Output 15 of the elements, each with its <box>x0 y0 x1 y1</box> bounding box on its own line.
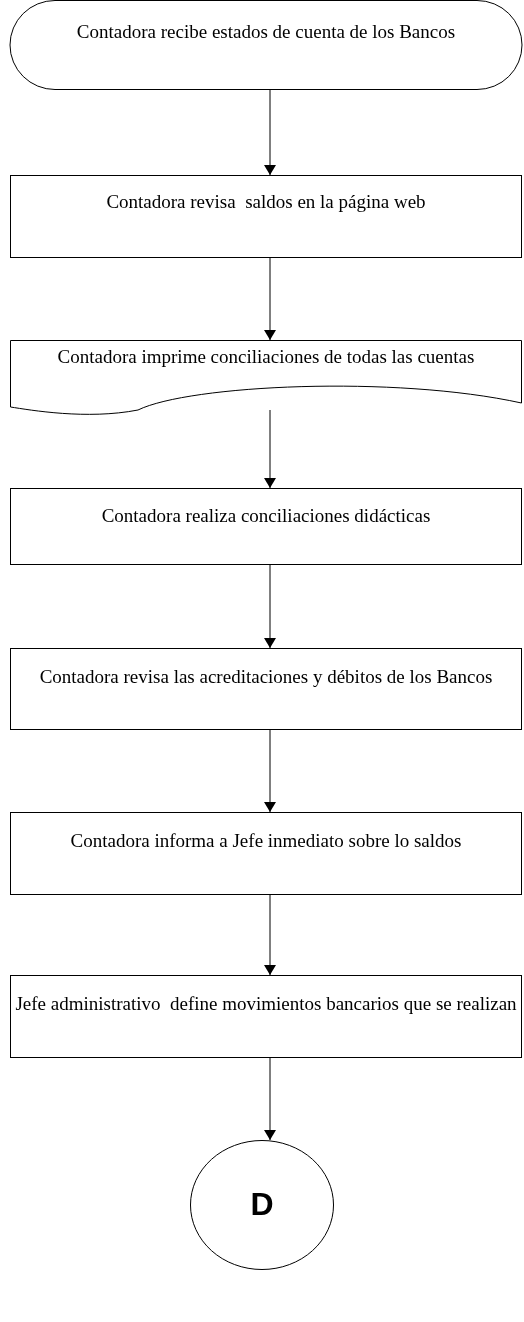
step-text: Contadora revisa las acreditaciones y débitos de los Bancos <box>38 665 494 689</box>
arrow <box>264 729 276 813</box>
step-text: Contadora imprime conciliaciones de todas las cuentas <box>56 345 476 369</box>
connector-label: D <box>249 1186 275 1222</box>
arrow <box>264 894 276 976</box>
step-text: Contadora informa a Jefe inmediato sobre lo saldos <box>69 829 463 853</box>
arrow <box>264 564 276 649</box>
arrow <box>264 257 276 341</box>
arrow <box>264 89 276 176</box>
arrow <box>264 1057 276 1141</box>
step-text: Contadora realiza conciliaciones didácticas <box>100 504 432 528</box>
step-text: Contadora recibe estados de cuenta de los Bancos <box>75 20 457 44</box>
step-text: Contadora revisa saldos en la página web <box>105 190 427 214</box>
step-text: Jefe administrativo define movimientos bancarios que se realizan <box>14 992 518 1016</box>
arrow <box>264 409 276 489</box>
